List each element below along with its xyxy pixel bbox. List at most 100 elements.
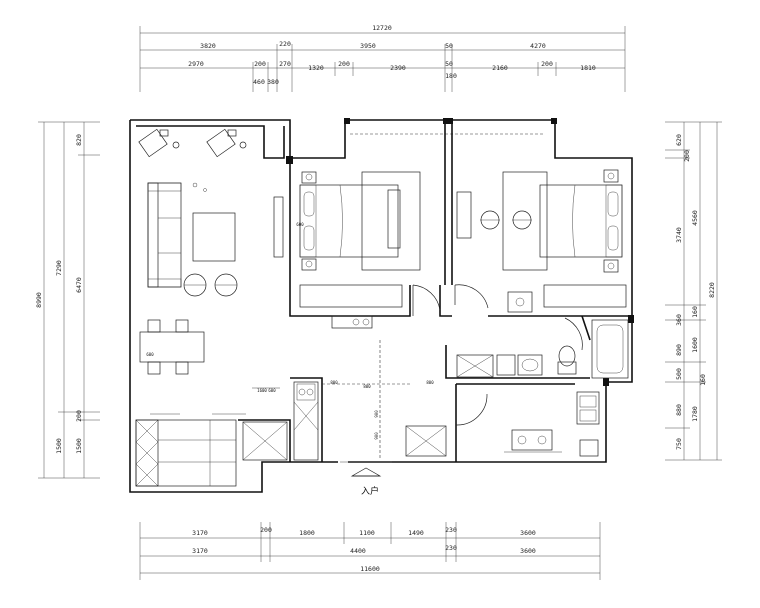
interior-mark: 800	[330, 380, 338, 385]
double-bed-icon	[539, 184, 623, 258]
dim-bot2-3: 230	[445, 544, 457, 552]
dim-bot-7: 3600	[520, 529, 536, 537]
dining-chair-icon	[147, 319, 161, 333]
interior-mark: 800	[426, 380, 434, 385]
walls	[129, 118, 634, 493]
lounge-chair-icon	[138, 128, 180, 158]
dim-top3-1: 460	[253, 78, 265, 86]
lounge-chair-icon	[214, 273, 238, 297]
dim-right-in-6: 500	[675, 368, 683, 380]
dim-right-outer: 8220	[708, 282, 716, 298]
kitchen-sink-icon	[576, 391, 600, 425]
coffee-table-icon	[192, 212, 236, 262]
dim-top-3: 3950	[360, 42, 376, 50]
dim-top2-3: 270	[279, 60, 291, 68]
top-dimensions: 12720 3820 220 3950 50 4270 2970 200 270…	[139, 24, 626, 92]
dim-top-1: 3820	[200, 42, 216, 50]
dining-table-icon	[139, 331, 205, 363]
washbasin-icon	[517, 354, 543, 376]
interior-mark: 600	[268, 388, 276, 393]
bedroom-right	[454, 169, 627, 313]
dim-top2-8: 2160	[492, 64, 508, 72]
dim-top2-2: 200	[254, 60, 266, 68]
lounge-chair-icon	[206, 128, 247, 158]
interior-mark: 800	[363, 384, 371, 389]
nightstand-icon	[301, 171, 317, 184]
dim-left-in-3: 200	[75, 410, 83, 422]
dim-top-4: 50	[445, 42, 453, 50]
dim-right-in-7: 880	[675, 404, 683, 416]
dim-bot-4: 1100	[359, 529, 375, 537]
dim-bot2-4: 3600	[520, 547, 536, 555]
dim-right-mid-2: 160	[691, 306, 699, 318]
lounge-chair-icon	[183, 273, 207, 297]
entrance-label: 入户	[361, 485, 379, 497]
desk-icon	[331, 315, 373, 329]
kitchen	[293, 381, 319, 461]
washing-machine-icon	[507, 291, 533, 313]
dim-bot2-2: 4400	[350, 547, 366, 555]
dim-top2-7: 50	[445, 60, 453, 68]
kitchen-right	[455, 391, 600, 457]
nightstand-icon	[603, 169, 619, 183]
dim-right-mid-5: 1780	[691, 406, 699, 422]
living-room	[138, 128, 284, 297]
dim-top-total: 12720	[372, 24, 392, 32]
cabinet-icon	[456, 354, 494, 378]
dim-left-mid-1: 7290	[55, 260, 63, 276]
dim-right-in-3: 3740	[675, 227, 683, 243]
dim-right-in-5: 890	[675, 344, 683, 356]
toilet-icon	[557, 345, 577, 375]
dim-left-mid-2: 1500	[55, 438, 63, 454]
dining-chair-icon	[147, 361, 161, 375]
dim-left-in-4: 1500	[75, 438, 83, 454]
bed-area-rug	[502, 171, 548, 271]
door-swing-icon	[454, 284, 489, 309]
cabinet-icon	[135, 419, 159, 487]
sofa-icon	[147, 182, 182, 288]
entrance-hall: 入户	[322, 340, 447, 497]
right-dimensions: 620 200 3740 360 890 500 880 750 4560 16…	[665, 121, 722, 461]
dim-bot2-1: 3170	[192, 547, 208, 555]
cabinet-icon	[387, 189, 401, 249]
dining-chair-icon	[175, 319, 189, 333]
entrance-arrow-icon	[350, 467, 382, 477]
wardrobe-icon	[543, 284, 627, 308]
dim-left-in-1: 820	[75, 134, 83, 146]
bottom-dimensions: 3170 200 1800 1100 1490 230 3600 3170 44…	[139, 522, 601, 580]
dim-top2-1: 2970	[188, 60, 204, 68]
double-bed-icon	[299, 184, 399, 258]
dim-right-in-2: 200	[683, 150, 691, 162]
dim-top-5: 4270	[530, 42, 546, 50]
cabinet-icon	[405, 425, 447, 457]
dining-chair-icon	[175, 361, 189, 375]
nightstand-icon	[603, 259, 619, 273]
dim-bot-5: 1490	[408, 529, 424, 537]
dim-top2-5: 200	[338, 60, 350, 68]
dim-right-mid-1: 4560	[691, 210, 699, 226]
cabinet-icon	[242, 421, 288, 461]
dim-right-in-4: 360	[675, 314, 683, 326]
interior-mark: 600	[296, 222, 304, 227]
door-swing-icon	[455, 393, 488, 426]
wardrobe-icon	[299, 284, 403, 308]
bed-area-rug	[361, 171, 421, 271]
dim-top3-2: 380	[267, 78, 279, 86]
interior-dimension-marks: 800 800 900 800 900 1600 600 600 600	[146, 222, 434, 440]
dim-bot-1: 3170	[192, 529, 208, 537]
cabinet-icon	[273, 196, 284, 258]
dim-top2-4: 1320	[308, 64, 324, 72]
dim-right-mid-4: 160	[699, 374, 707, 386]
dim-top3-3: 180	[445, 72, 457, 80]
interior-mark: 600	[146, 352, 154, 357]
left-dimensions: 8990 7290 1500 820 6470 200 1500	[35, 121, 100, 479]
nightstand-icon	[301, 258, 317, 271]
door-swing-icon	[412, 284, 441, 316]
bathtub-icon	[591, 319, 629, 379]
dim-left-outer: 8990	[35, 292, 43, 308]
dim-bot-2: 200	[260, 526, 272, 534]
dim-bot-total: 11600	[360, 565, 380, 573]
dim-bot-3: 1800	[299, 529, 315, 537]
dim-top2-6: 2390	[390, 64, 406, 72]
